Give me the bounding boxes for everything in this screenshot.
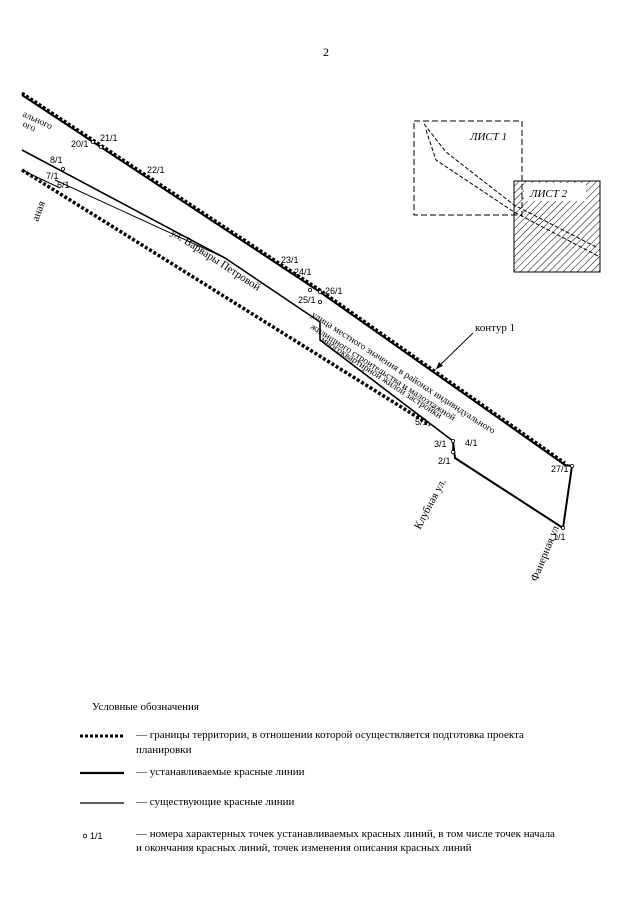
street-label-fanernaya: Фанерная ул. [529,521,563,583]
sheet-1-frame [413,120,523,216]
red-line-left [54,179,226,259]
contour-leader-line [435,332,474,370]
legend-text-existing: — существующие красные линии [136,795,295,808]
sheet-1-label: ЛИСТ 1 [469,131,507,143]
point-label-3-1: 3/1 [434,439,447,449]
established-red-line-upper [21,94,574,530]
street-label-left-edge: аная [30,199,48,223]
point-label-23-1: 23/1 [281,255,299,265]
street-label-klubnaya: Клубная ул. [412,476,449,531]
point-label-4-1: 4/1 [465,438,478,448]
point-label-20-1: 20/1 [71,139,89,149]
point-label-1-1: 1/1 [553,532,566,542]
point-label-6-1: 6/1 [57,180,70,190]
legend-text-boundary: — границы территории, в отношении которо… [136,729,524,756]
point-markers [61,139,575,531]
point-label-7-1: 7/1 [46,171,59,181]
contour-label: контур 1 [475,322,515,334]
contour-leader-arrow [436,362,443,369]
legend-item-existing: — существующие красные линии [80,795,560,819]
point-marker-sample: 1/1 [90,831,103,840]
inset-route-2 [425,129,599,257]
sheet-2-label: ЛИСТ 2 [529,188,568,200]
legend-item-established: — устанавливаемые красные линии [80,765,560,789]
thin-line-symbol [80,802,124,804]
legend-item-boundary: — границы территории, в отношении которо… [80,728,560,757]
point-label-26-1: 26/1 [325,286,343,296]
street-label-local-1: улица местного значения в районах индиви… [309,309,497,436]
street-label-local-3: многоквартирной жилой застройки [318,334,444,421]
planning-map: 20/1 21/1 22/1 8/1 7/1 6/1 23/1 24/1 26/… [21,91,601,583]
legend-text-established: — устанавливаемые красные линии [136,765,305,778]
sheet-key-inset: ЛИСТ 1 ЛИСТ 2 [413,120,601,273]
point-label-24-1: 24/1 [294,267,312,277]
existing-red-line-lower [21,149,454,442]
territory-boundary-lower [21,168,431,427]
red-line-inner [21,169,61,189]
point-label-21-1: 21/1 [100,133,118,143]
point-label-2-1: 2/1 [438,456,451,466]
sheet-2-label-bg [524,183,586,201]
point-label-22-1: 22/1 [147,165,165,175]
legend-title: Условные обозначения [92,701,199,713]
street-label-varvary-petrovoy: ул. Варвары Петровой [168,226,262,293]
dotted-line-symbol [80,734,124,738]
point-label-27-1: 27/1 [551,464,569,474]
legend-item-points: 1/1 — номера характерных точек устанавли… [80,827,560,856]
page-number: 2 [323,45,329,59]
point-marker-symbol: 1/1 [82,831,103,840]
thick-line-symbol [80,771,124,774]
point-label-8-1: 8/1 [50,155,63,165]
legend: Условные обозначения — границы территори… [80,700,560,857]
legend-text-points: — номера характерных точек устанавливаем… [136,827,555,855]
point-label-5-1: 5/1 [415,417,428,427]
inset-route-1 [423,123,599,249]
point-label-25-1: 25/1 [298,295,316,305]
